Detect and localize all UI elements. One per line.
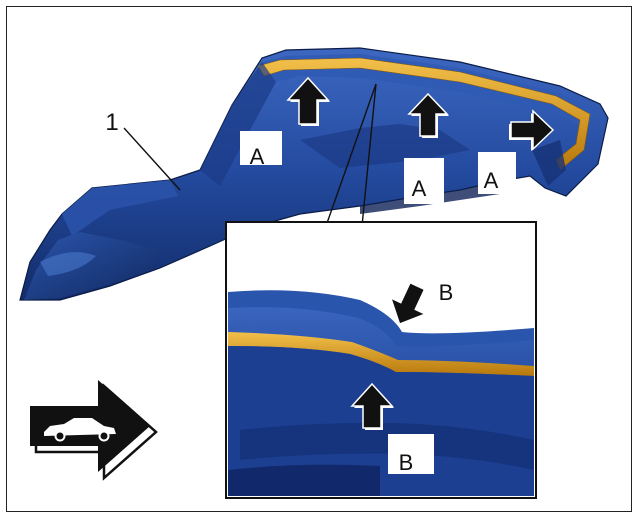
svg-text:A: A xyxy=(484,168,499,193)
detail-leader-lines xyxy=(325,83,377,227)
svg-text:B: B xyxy=(439,280,454,305)
push-arrow-icon xyxy=(407,92,449,138)
svg-text:B: B xyxy=(399,450,414,475)
car-forward-direction-icon xyxy=(30,380,158,481)
push-arrow-icon xyxy=(509,109,555,151)
label-b-1: B xyxy=(439,280,454,305)
svg-text:1: 1 xyxy=(105,109,118,136)
push-arrow-icon xyxy=(286,76,330,126)
label-a-2: A xyxy=(404,158,444,204)
detail-inset: B B xyxy=(225,221,537,499)
label-b-2: B xyxy=(388,434,434,475)
svg-text:A: A xyxy=(250,144,265,169)
svg-text:A: A xyxy=(412,176,427,201)
part-number-callout: 1 xyxy=(105,109,181,191)
press-arrow-icon xyxy=(389,280,428,326)
label-a-3: A xyxy=(478,152,516,194)
label-a-1: A xyxy=(240,131,282,169)
push-arrow-icon xyxy=(350,382,394,430)
